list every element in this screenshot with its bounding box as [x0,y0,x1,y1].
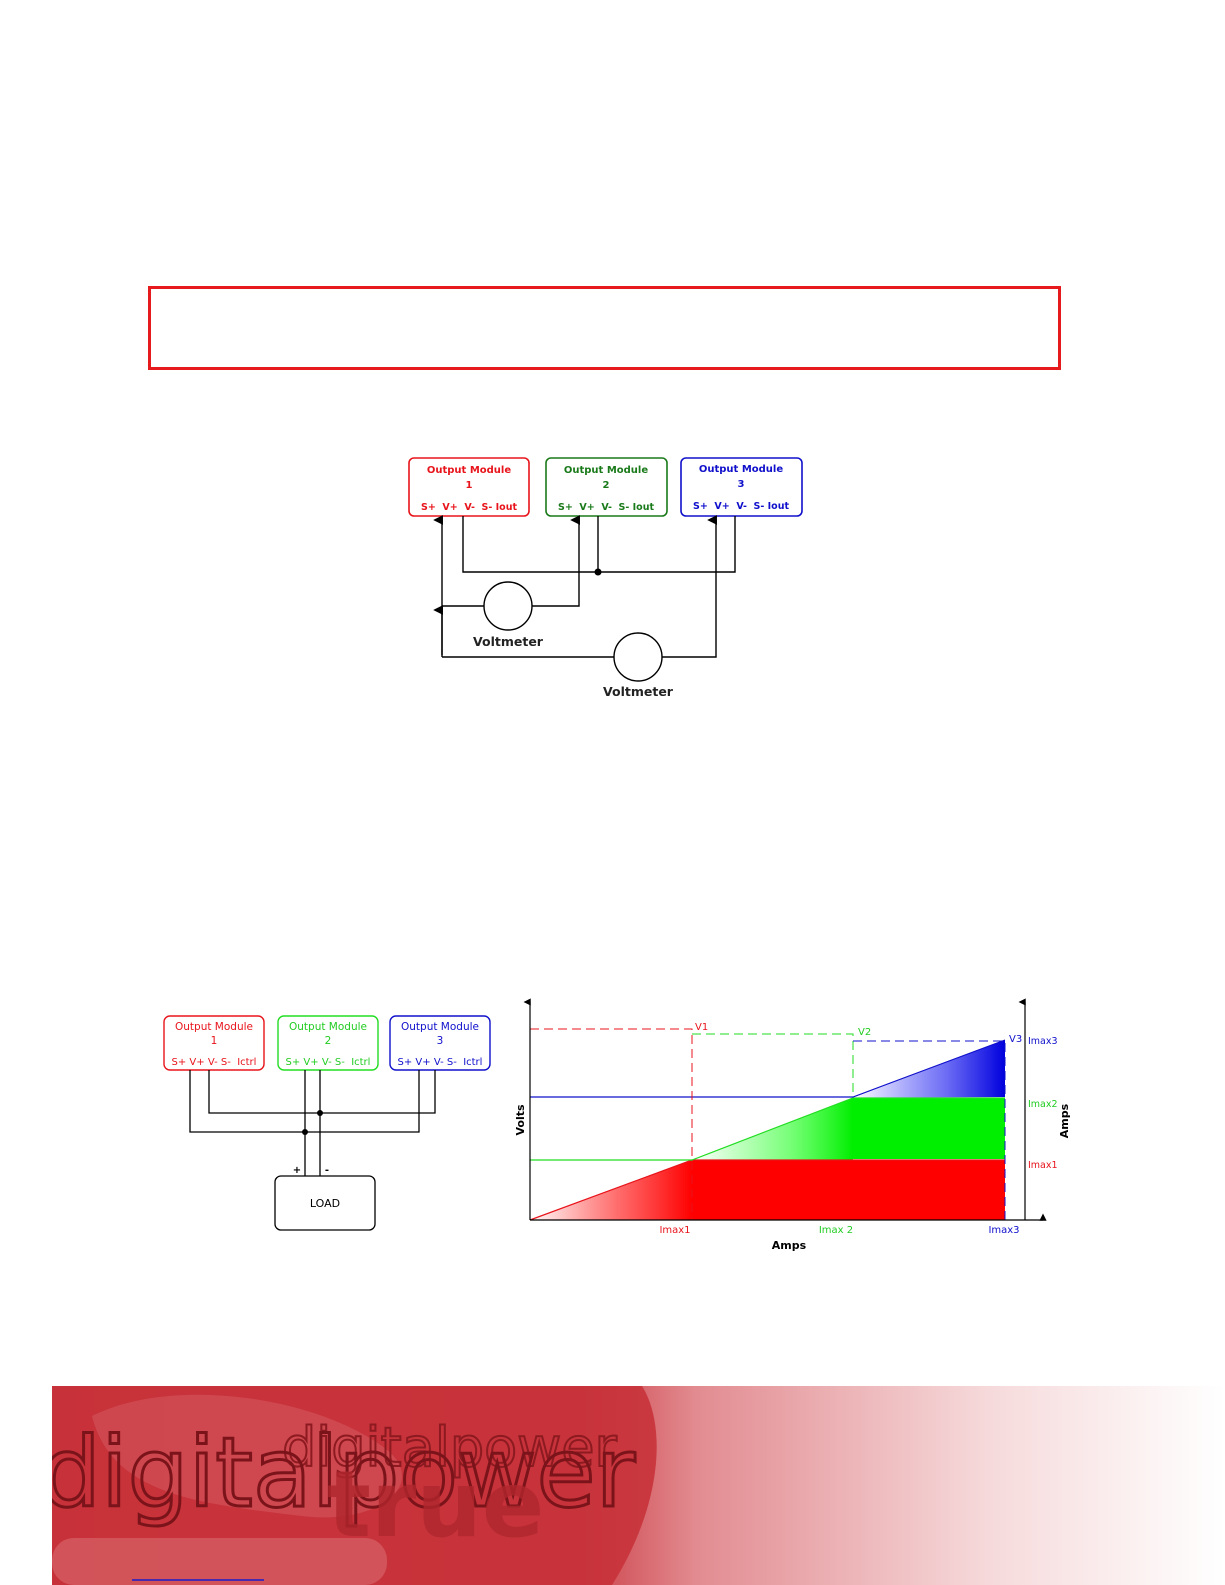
x-tick-imax1: Imax1 [659,1225,690,1236]
dashed-guides [530,1028,1006,1220]
logo-text-large: digitalpower [52,1417,636,1529]
module-2-terminals: S+ V+ V- S- Iout [558,502,654,513]
current-share-diagram: Output Module 1 S+ V+ V- S- Ictrl Output… [163,1015,491,1231]
share-module-1-terminals: S+ V+ V- S- Ictrl [172,1057,257,1068]
curve-3 [530,1039,1006,1098]
wiring [433,515,736,658]
v1-mark: V1 [695,1022,708,1033]
v3-mark: V3 [1009,1034,1022,1045]
load-plus: + [293,1165,301,1176]
load-label: LOAD [310,1197,340,1210]
vi-graph: Volts Amps Amps Imax1 Imax 2 Imax3 V1 V2… [514,998,1071,1252]
module-3-title: Output Module [699,464,783,475]
right-tick-imax3: Imax3 [1028,1036,1058,1047]
module-2-number: 2 [603,480,610,491]
x-tick-imax2: Imax 2 [819,1225,853,1236]
share-module-1-number: 1 [211,1035,218,1047]
module-1-number: 1 [466,480,473,491]
share-module-3-number: 3 [437,1035,444,1047]
load-box [274,1175,376,1231]
load-minus: - [325,1165,329,1176]
right-tick-imax1: Imax1 [1028,1160,1058,1171]
v2-mark: V2 [858,1027,871,1038]
banner-blob [92,1394,403,1518]
junction-dot [594,568,602,576]
voltmeter-diagram: Output Module 1 S+ V+ V- S- Iout Output … [408,457,803,699]
share-junction-2 [317,1110,323,1116]
notice-box [148,286,1061,370]
right-axis-label: Amps [1058,1103,1071,1138]
share-junction-1 [302,1129,308,1135]
share-module-3-title: Output Module [401,1021,479,1033]
share-module-1-box [163,1015,265,1071]
share-module-3-box [389,1015,491,1071]
share-module-2-number: 2 [325,1035,332,1047]
module-3-number: 3 [738,479,745,490]
y-axis-label: Volts [514,1104,527,1135]
module-2-title: Output Module [564,465,648,476]
module-1-box [408,457,530,517]
voltmeter-1-label: Voltmeter [473,634,544,649]
banner-pill [52,1538,387,1585]
share-module-2-title: Output Module [289,1021,367,1033]
module-3-box [680,457,803,517]
module-1-title: Output Module [427,465,511,476]
logo-text-small: digitalpower [282,1416,618,1479]
module-1-terminals: S+ V+ V- S- Iout [421,502,517,513]
curve-2 [530,1097,1005,1161]
region-1-flat [692,1160,1005,1220]
right-tick-imax2: Imax2 [1028,1099,1058,1110]
share-module-2-terminals: S+ V+ V- S- Ictrl [286,1057,371,1068]
share-wiring [189,1070,436,1176]
x-tick-imax3: Imax3 [988,1225,1019,1236]
voltmeter-2-symbol [613,632,663,682]
voltmeter-1-symbol [483,581,533,631]
footer-banner: digitalpower digitalpower true [52,1386,1225,1585]
region-2-flat [853,1098,1005,1159]
x-axis-label: Amps [772,1239,807,1252]
logo-sub-text: true [327,1451,544,1558]
share-module-3-terminals: S+ V+ V- S- Ictrl [398,1057,483,1068]
share-module-2-box [277,1015,379,1071]
module-3-terminals: S+ V+ V- S- Iout [693,501,789,512]
voltmeter-2-label: Voltmeter [603,684,674,699]
module-2-box [545,457,668,517]
share-module-1-title: Output Module [175,1021,253,1033]
